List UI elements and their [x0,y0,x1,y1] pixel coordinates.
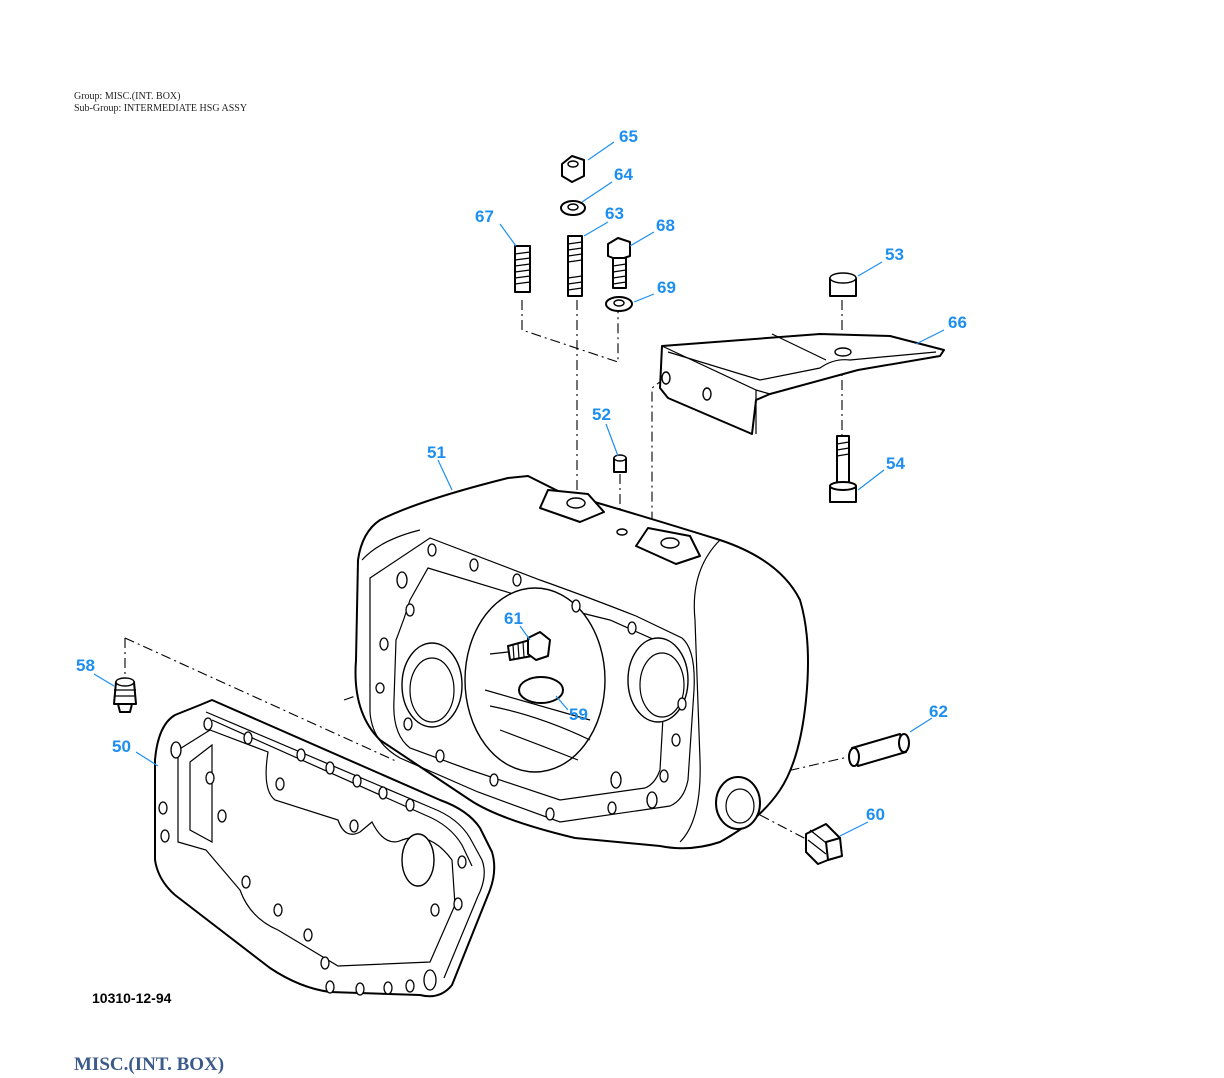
part-69-washer [605,296,633,312]
callout-65: 65 [619,127,638,146]
callout-67: 67 [475,207,494,226]
callout-68: 68 [656,216,675,235]
callout-58: 58 [76,656,95,675]
callout-69: 69 [657,278,676,297]
part-60-drain-plug [805,823,843,865]
part-52-dowel [613,454,627,473]
callout-64: 64 [614,165,633,184]
part-61-bolt [489,631,551,661]
callout-51: 51 [427,443,446,462]
callout-66: 66 [948,313,967,332]
figure-code: 10310-12-94 [92,990,172,1006]
callout-52: 52 [592,405,611,424]
part-50-cover-plate [154,699,496,998]
part-62-pin [848,733,910,767]
part-51-intermediate-housing [354,475,809,850]
group-label: Group: MISC.(INT. BOX) [74,91,181,102]
part-53-spacer [829,272,857,297]
callout-59: 59 [569,705,588,724]
section-title: MISC.(INT. BOX) [74,1054,225,1075]
part-64-washer [560,200,586,216]
page-header: Group: MISC.(INT. BOX) Sub-Group: INTERM… [74,91,247,115]
callout-60: 60 [866,805,885,824]
callout-63: 63 [605,204,624,223]
part-59-plug [518,676,564,704]
callout-61: 61 [504,609,523,628]
part-58-plug [113,677,137,713]
callout-numbers: 65 64 63 67 68 69 53 66 52 51 54 61 58 5… [76,127,967,824]
part-66-bracket [659,333,945,435]
part-54-shoulder-bolt [829,435,857,503]
callout-53: 53 [885,245,904,264]
callout-50: 50 [112,737,131,756]
part-63-stud [567,235,583,297]
part-65-nut [561,155,585,183]
callout-54: 54 [886,454,905,473]
part-67-set-screw [514,245,531,293]
part-68-hex-bolt [607,237,631,289]
callout-leaders [93,141,945,837]
subgroup-label: Sub-Group: INTERMEDIATE HSG ASSY [74,103,248,114]
callout-62: 62 [929,702,948,721]
